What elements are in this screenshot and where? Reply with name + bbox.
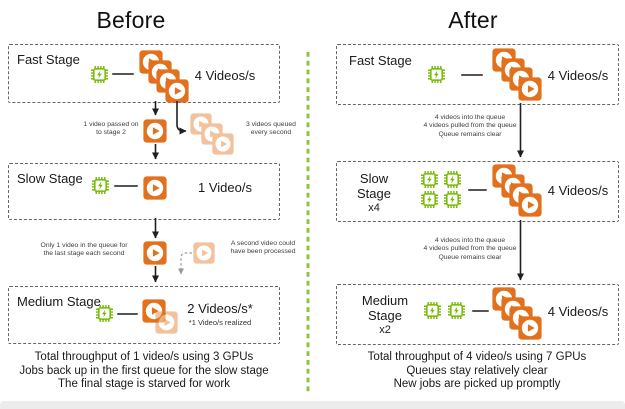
- gpu-chip-icon: [421, 171, 438, 188]
- video-play-icon: [143, 241, 167, 265]
- before-slow-stage-box: Slow Stage: [8, 163, 280, 220]
- after-slow-stage-mult: x4: [368, 202, 380, 214]
- gpu-chip-icon: [421, 191, 438, 208]
- gpu-chip-icon: [444, 171, 461, 188]
- connector-dash: [461, 74, 483, 76]
- flow-arrow-hypothetical-dashed: [178, 252, 192, 275]
- video-stack-4: [492, 48, 543, 102]
- gpu-chip-icon: [92, 177, 109, 194]
- before-slow-rate: 1 Video/s: [198, 180, 252, 195]
- after-medium-stage-label: Medium Stage: [361, 293, 409, 323]
- video-stack-3-faded: [190, 113, 234, 155]
- before-fast-stage-box: Fast Stage: [8, 44, 280, 103]
- before-caption-line: Total throughput of 1 video/s using 3 GP…: [34, 351, 254, 363]
- video-play-icon: [212, 133, 234, 155]
- after-fast-rate: 4 Videos/s: [547, 68, 609, 83]
- connector-dash: [468, 189, 487, 191]
- after-caption: Total throughput of 4 video/s using 7 GP…: [334, 351, 620, 392]
- video-play-icon: [165, 79, 189, 103]
- before-title: Before: [96, 7, 166, 33]
- after-medium-stage-mult: x2: [379, 324, 391, 336]
- after-fast-stage-box: Fast Stage: [336, 44, 619, 105]
- after-slow-stage-box: Slow Stage x4: [336, 161, 619, 222]
- before-medium-note: *1 Video/s realized: [188, 318, 252, 327]
- video-stack-4: [139, 50, 190, 104]
- annotation-only-one: Only 1 video in the queue for the last s…: [40, 242, 128, 258]
- after-slow-stage-label-group: Slow Stage x4: [343, 171, 405, 214]
- after-medium-stage-box: Medium Stage x2: [336, 284, 619, 345]
- after-caption-line: Queues stay relatively clear: [406, 364, 548, 377]
- video-play-icon: [518, 193, 542, 217]
- before-caption: Total throughput of 1 video/s using 3 GP…: [2, 351, 286, 392]
- after-medium-rate: 4 Videos/s: [547, 304, 609, 319]
- before-slow-stage-label: Slow Stage: [17, 171, 83, 186]
- after-caption-line: Total throughput of 4 video/s using 7 GP…: [367, 351, 587, 363]
- annotation-queue-clear-top: 4 videos into the queue 4 videos pulled …: [423, 114, 517, 138]
- annotation-second-video: A second video could have been processed: [230, 240, 296, 256]
- gpu-chip-icon: [91, 66, 108, 83]
- after-medium-stage-label-group: Medium Stage x2: [345, 293, 425, 336]
- before-caption-line: The final stage is starved for work: [58, 378, 230, 391]
- after-title: After: [448, 7, 498, 33]
- gpu-chip-icon: [444, 191, 461, 208]
- connector-dash: [112, 73, 134, 75]
- after-caption-line: New jobs are picked up promptly: [393, 378, 561, 391]
- before-medium-stage-box: Medium Stage: [8, 286, 280, 344]
- before-fast-stage-label: Fast Stage: [17, 52, 80, 67]
- before-fast-rate: 4 Videos/s: [194, 68, 256, 83]
- after-slow-stage-label: Slow Stage: [357, 171, 391, 201]
- annotation-pass: 1 video passed on to stage 2: [83, 121, 139, 137]
- gpu-chip-icon: [96, 305, 113, 322]
- video-play-icon: [143, 176, 167, 200]
- flow-arrow-fast-to-backlog: [176, 101, 187, 135]
- connector-dash: [117, 313, 138, 315]
- after-slow-rate: 4 Videos/s: [547, 183, 609, 198]
- gpu-chip-icon: [448, 302, 465, 319]
- connector-dash: [472, 310, 489, 312]
- after-fast-stage-label: Fast Stage: [349, 53, 412, 68]
- annotation-queued: 3 videos queued every second: [246, 121, 296, 137]
- gpu-chip-icon: [424, 302, 441, 319]
- before-medium-rate: 2 Videos/s*: [187, 301, 253, 316]
- video-play-icon-faded: [193, 242, 215, 264]
- before-medium-stage-label: Medium Stage: [17, 294, 101, 309]
- gpu-chip-icon: [428, 66, 445, 83]
- video-play-icon: [518, 77, 542, 101]
- bottom-bar: [0, 401, 625, 409]
- video-play-icon: [518, 316, 542, 340]
- video-stack-4: [492, 287, 543, 341]
- video-play-icon: [143, 119, 167, 143]
- before-caption-line: Jobs back up in the first queue for the …: [19, 364, 269, 377]
- connector-dash: [114, 185, 138, 187]
- video-play-icon-faded: [155, 311, 178, 334]
- video-stack-4: [492, 164, 543, 218]
- annotation-queue-clear-bottom: 4 videos into the queue 4 videos pulled …: [423, 237, 517, 261]
